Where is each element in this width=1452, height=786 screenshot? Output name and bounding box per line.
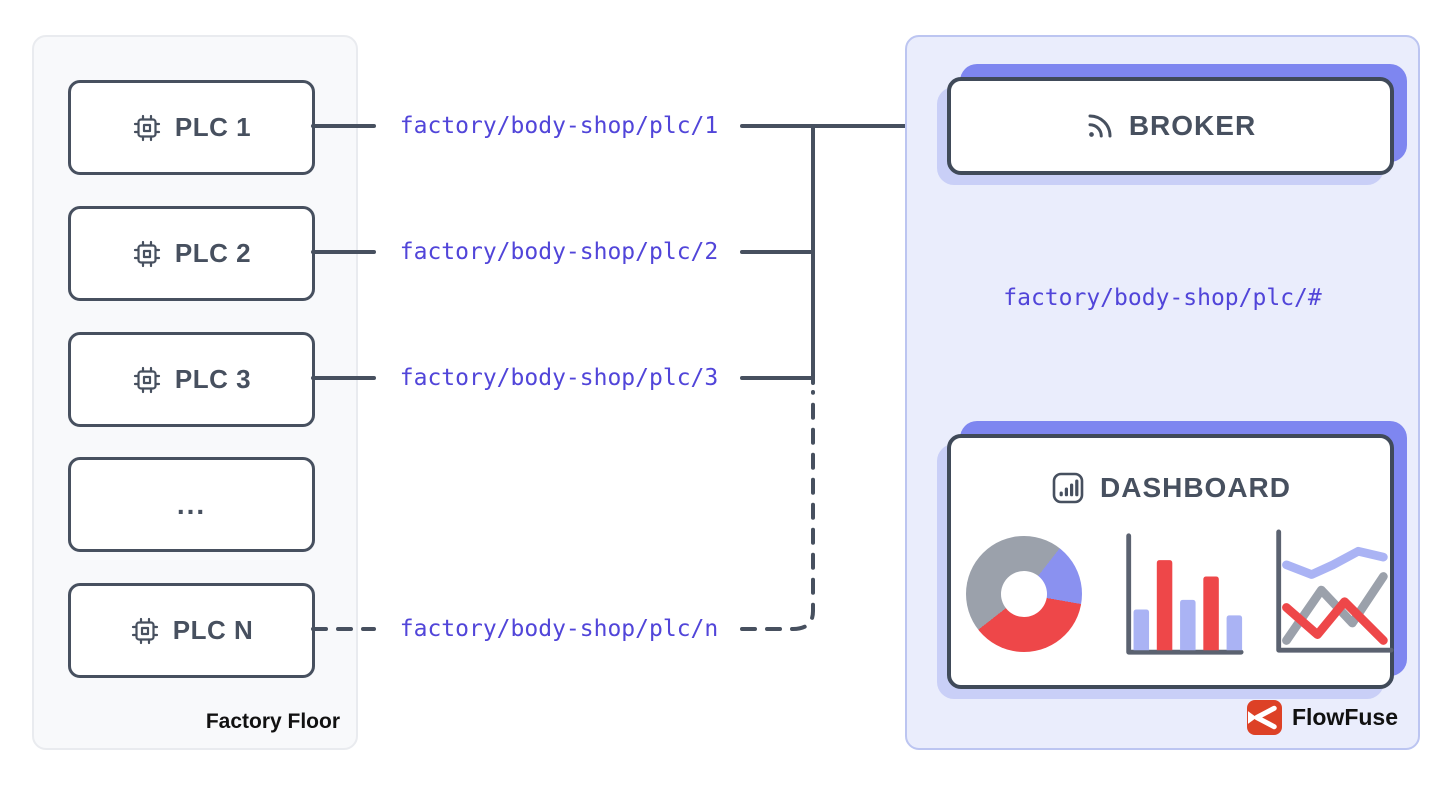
bar-chart	[1126, 533, 1244, 655]
cpu-icon	[132, 365, 162, 395]
topic-plc-n: factory/body-shop/plc/n	[399, 616, 719, 642]
cpu-icon	[132, 239, 162, 269]
plc-n-node: PLC N	[68, 583, 315, 678]
plc-3-node: PLC 3	[68, 332, 315, 427]
flowfuse-panel: BROKER factory/body-shop/plc/#	[905, 35, 1420, 750]
factory-floor-panel: PLC 1 PLC 2 PLC 3 ...	[32, 35, 358, 750]
flowfuse-brand: FlowFuse	[1246, 700, 1398, 735]
plc-n-label: PLC N	[172, 615, 254, 645]
plc-ellipsis-node: ...	[68, 457, 315, 552]
dashboard-stack: DASHBOARD	[937, 421, 1407, 699]
broker-label: BROKER	[1128, 110, 1257, 141]
broker-stack: BROKER	[937, 64, 1407, 185]
plc-2-label: PLC 2	[174, 238, 252, 268]
chart-bar-icon	[1050, 470, 1086, 506]
donut-chart	[966, 536, 1082, 652]
plc-1-label: PLC 1	[174, 112, 252, 142]
topic-plc-3: factory/body-shop/plc/3	[399, 365, 719, 391]
flowfuse-logo-icon	[1246, 700, 1282, 735]
topic-plc-2: factory/body-shop/plc/2	[399, 239, 719, 265]
line-chart	[1276, 529, 1394, 653]
factory-floor-caption: Factory Floor	[205, 710, 340, 733]
flowfuse-brand-label: FlowFuse	[1291, 704, 1398, 730]
broker-box: BROKER	[947, 77, 1394, 175]
dashboard-box: DASHBOARD	[947, 434, 1394, 689]
topic-wildcard: factory/body-shop/plc/#	[1003, 285, 1322, 311]
dashboard-label: DASHBOARD	[1100, 472, 1291, 503]
broadcast-icon	[1085, 111, 1115, 141]
cpu-icon	[130, 616, 160, 646]
cpu-icon	[132, 113, 162, 143]
plc-2-node: PLC 2	[68, 206, 315, 301]
plc-1-node: PLC 1	[68, 80, 315, 175]
plc-3-label: PLC 3	[174, 364, 252, 394]
ellipsis-label: ...	[176, 488, 207, 520]
topic-plc-1: factory/body-shop/plc/1	[399, 113, 719, 139]
